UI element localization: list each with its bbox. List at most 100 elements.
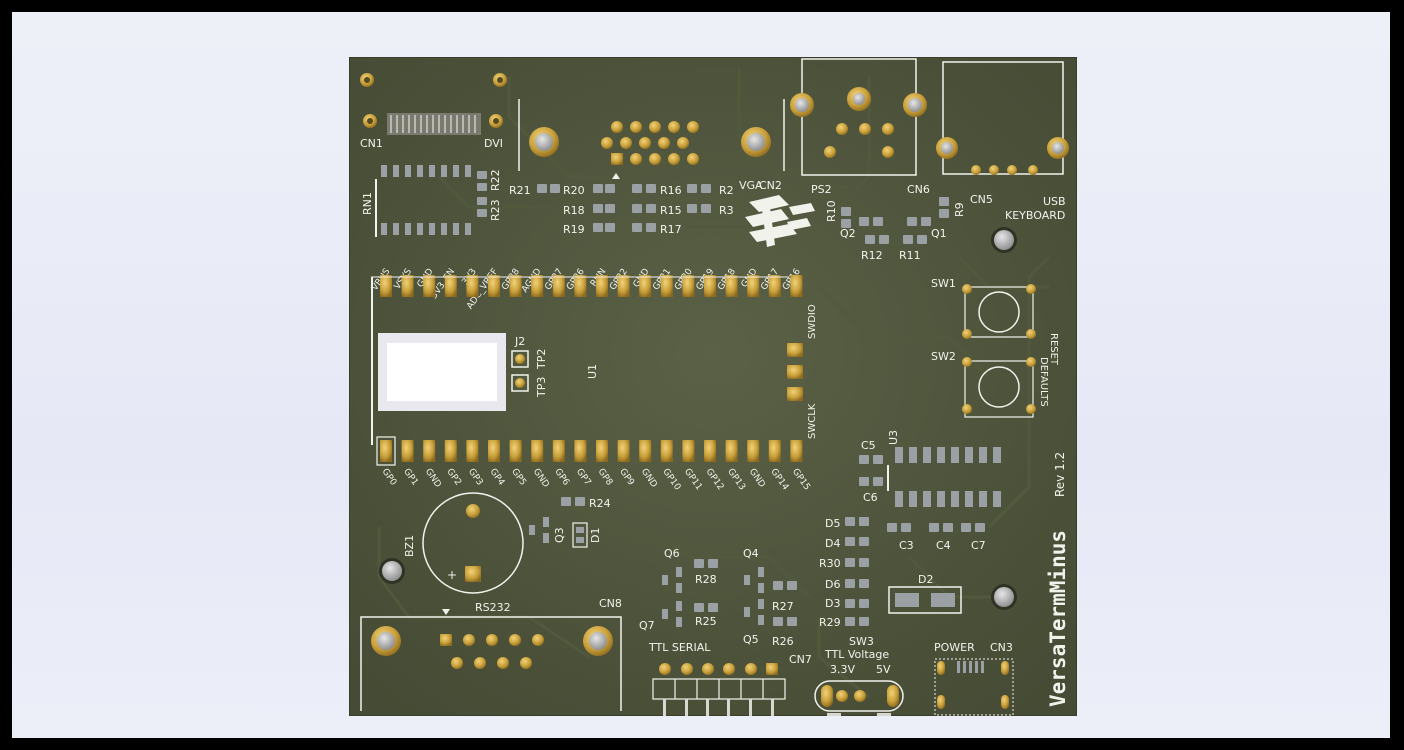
cn2-label: CN2 — [759, 179, 782, 192]
q6-label: Q6 — [664, 547, 680, 560]
pico-bottom-pad-17 — [747, 440, 760, 462]
d4-label: D4 — [825, 537, 840, 550]
swdio-label: SWDIO — [807, 304, 818, 339]
pico-top-pad-10 — [596, 275, 608, 297]
pico-bottom-pad-13 — [660, 440, 673, 462]
rs232-label: RS232 — [475, 601, 511, 614]
power-label: POWER — [934, 641, 975, 654]
pico-top-pad-7 — [531, 275, 544, 297]
pico-bottom-pad-3 — [444, 440, 457, 462]
d6-label: D6 — [825, 578, 840, 591]
board-revision: Rev 1.2 — [1053, 452, 1067, 497]
dvi-connector — [360, 73, 507, 135]
pico-bottom-pad-4 — [466, 440, 479, 462]
cn1-label: CN1 — [360, 137, 383, 150]
dvi-label: DVI — [484, 137, 503, 150]
pico-bottom-pad-11 — [617, 440, 630, 462]
c6-label: C6 — [863, 491, 878, 504]
r30-label: R30 — [819, 557, 841, 570]
cn5-label: CN5 — [970, 193, 993, 206]
cn6-label: CN6 — [907, 183, 930, 196]
3d-viewer-canvas[interactable]: CN1 DVI RN1 R22 R23 VGA CN2 — [12, 12, 1390, 738]
u3-label: U3 — [887, 430, 900, 445]
j2-label: J2 — [514, 335, 525, 348]
u3-ic — [887, 447, 1001, 507]
pico-top-pad-19 — [790, 275, 803, 297]
pico-top-pad-15 — [704, 275, 716, 297]
vga-connector — [518, 99, 785, 179]
pico-bottom-pad-1 — [401, 440, 414, 462]
vga-resistors — [537, 184, 711, 232]
rn1-label: RN1 — [361, 192, 374, 215]
pico-bottom-pad-12 — [639, 440, 652, 462]
pico-bottom-pad-19 — [790, 440, 803, 462]
r22-label: R22 — [489, 169, 502, 191]
pico-bottom-pad-10 — [596, 440, 608, 462]
pico-top-pad-16 — [725, 275, 738, 297]
sw3-ttl-voltage-jumper[interactable] — [814, 680, 904, 716]
d1-label: D1 — [589, 528, 602, 543]
q5-label: Q5 — [743, 633, 759, 646]
ps2-label: PS2 — [811, 183, 832, 196]
vga-label: VGA — [739, 179, 763, 192]
pico-top-pad-2 — [423, 275, 436, 297]
pico-bottom-pad-0 — [380, 440, 392, 462]
cn3-label: CN3 — [990, 641, 1013, 654]
pico-bottom-pad-16 — [725, 440, 738, 462]
r24-label: R24 — [589, 497, 611, 510]
sw1-label: SW1 — [931, 277, 956, 290]
bz1-buzzer — [422, 492, 524, 594]
keyboard-label: KEYBOARD — [1005, 209, 1065, 222]
r29-label: R29 — [819, 616, 841, 629]
mounting-holes — [379, 227, 1017, 610]
pico-bottom-pad-9 — [574, 440, 587, 462]
ttl-serial-connector — [652, 663, 786, 716]
pico-bottom-pad-5 — [488, 440, 500, 462]
c5-label: C5 — [861, 439, 876, 452]
d3-label: D3 — [825, 597, 840, 610]
rn1-resistor-network — [375, 165, 471, 237]
pico-bottom-pad-2 — [423, 440, 436, 462]
pico-bottom-pad-14 — [682, 440, 695, 462]
board-name: VersaTermMinus — [1046, 530, 1070, 707]
r16-label: R16 — [660, 184, 682, 197]
swd-debug-pads — [787, 343, 803, 401]
diode-resistor-column — [845, 517, 869, 626]
pico-top-pad-13 — [660, 275, 673, 297]
capacitors — [859, 455, 985, 532]
swclk-label: SWCLK — [807, 403, 818, 439]
v5-label: 5V — [876, 663, 891, 676]
sw2-label: SW2 — [931, 350, 956, 363]
pico-bottom-pin1-marker — [376, 436, 396, 466]
d2-label: D2 — [918, 573, 933, 586]
pico-top-pad-8 — [552, 275, 565, 297]
defaults-label: DEFAULTS — [1038, 357, 1049, 407]
ttl-serial-label: TTL SERIAL — [648, 641, 711, 654]
pico-top-pad-18 — [768, 275, 781, 297]
cn8-label: CN8 — [599, 597, 622, 610]
q7-label: Q7 — [639, 619, 655, 632]
r10-label: R10 — [825, 200, 838, 222]
r17-label: R17 — [660, 223, 682, 236]
r26-label: R26 — [772, 635, 794, 648]
u1-label: U1 — [586, 364, 599, 379]
sw3-label: SW3 — [849, 635, 874, 648]
cn7-label: CN7 — [789, 653, 812, 666]
sw1-reset-switch[interactable] — [962, 284, 1036, 339]
pico-top-pad-5 — [488, 275, 500, 297]
r12-label: R12 — [861, 249, 883, 262]
q3-d1-r24 — [529, 497, 588, 548]
pcb-board: CN1 DVI RN1 R22 R23 VGA CN2 — [348, 56, 1078, 717]
q4-label: Q4 — [743, 547, 759, 560]
c7-label: C7 — [971, 539, 986, 552]
d5-label: D5 — [825, 517, 840, 530]
pico-top-pad-4 — [466, 275, 479, 297]
tp2-label: TP2 — [535, 349, 548, 370]
pico-bottom-pad-18 — [768, 440, 781, 462]
sw2-defaults-switch[interactable] — [962, 357, 1036, 418]
pico-top-pad-14 — [682, 275, 695, 297]
pico-top-header — [380, 275, 803, 297]
q1-q2-transistors — [841, 197, 949, 244]
pico-top-pad-17 — [747, 275, 760, 297]
pico-bottom-pad-7 — [531, 440, 544, 462]
